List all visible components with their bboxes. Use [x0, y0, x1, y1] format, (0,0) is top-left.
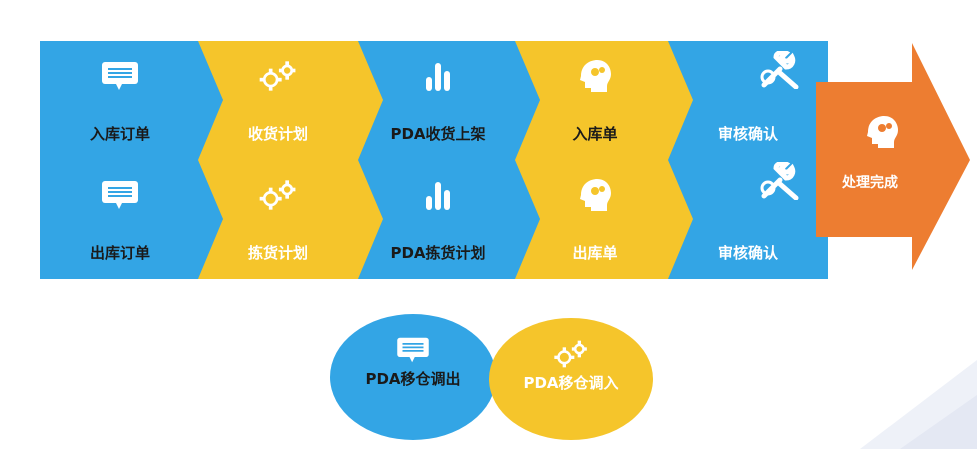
message-icon: [98, 178, 142, 212]
gears-icon: [551, 338, 591, 370]
bar-chart-icon: [416, 59, 460, 93]
step-inbound-order: 入库订单: [40, 41, 200, 159]
step-label: 出库订单: [89, 244, 150, 262]
completion-arrow: [816, 43, 970, 270]
step-label: 入库订单: [89, 125, 150, 143]
notch-3a: [515, 77, 540, 124]
step-label: 出库单: [572, 244, 618, 262]
process-band: [40, 41, 828, 279]
step-inbound-slip: 入库单: [515, 41, 675, 159]
head-gears-icon: [573, 59, 617, 93]
step-pda-picking-plan: PDA拣货计划: [358, 160, 518, 278]
transfer-out-circle: PDA移仓调出: [330, 314, 496, 440]
head-gears-icon: [573, 178, 617, 212]
notch-1b: [198, 196, 223, 243]
gears-icon: [256, 178, 300, 212]
transfer-out-label: PDA移仓调出: [365, 370, 461, 388]
notch-1a: [198, 77, 223, 124]
yellow-column-4: [515, 41, 693, 279]
step-label: 拣货计划: [247, 244, 308, 262]
yellow-column-2: [198, 41, 383, 279]
step-picking-plan: 拣货计划: [198, 160, 358, 278]
step-review-confirm-outbound: 审核确认: [668, 160, 828, 278]
wrench-gear-icon: [758, 51, 802, 89]
gears-icon: [256, 59, 300, 93]
step-pda-receiving-shelving: PDA收货上架: [358, 41, 518, 159]
bar-chart-icon: [416, 178, 460, 212]
message-icon: [98, 59, 142, 93]
transfer-in-circle: PDA移仓调入: [489, 318, 653, 440]
message-icon: [393, 334, 433, 366]
step-receiving-plan: 收货计划: [198, 41, 358, 159]
step-label: 入库单: [572, 125, 618, 143]
step-label: PDA收货上架: [390, 125, 486, 143]
step-label: 审核确认: [717, 244, 778, 262]
wrench-gear-icon: [758, 162, 802, 200]
step-outbound-order: 出库订单: [40, 160, 200, 278]
completion-label: 处理完成: [842, 175, 898, 191]
step-review-confirm-inbound: 审核确认: [668, 41, 828, 159]
step-label: PDA拣货计划: [390, 244, 486, 262]
step-label: 收货计划: [247, 125, 308, 143]
notch-3b: [515, 196, 540, 243]
process-shapes: [40, 41, 970, 279]
transfer-in-label: PDA移仓调入: [523, 374, 619, 392]
head-gears-icon: [860, 112, 904, 152]
step-label: 审核确认: [717, 125, 778, 143]
step-outbound-slip: 出库单: [515, 160, 675, 278]
